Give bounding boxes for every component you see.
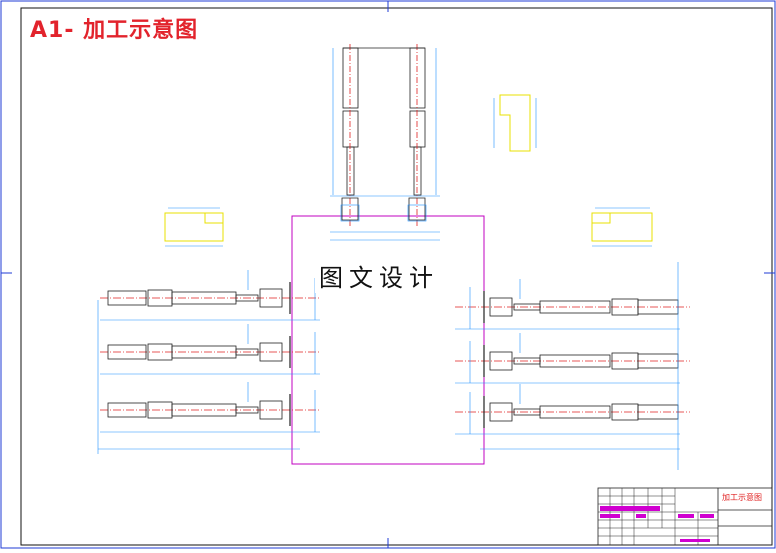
left-tool-unit <box>100 270 320 321</box>
watermark: 图文设计 <box>315 258 443 293</box>
top-spindle-left <box>341 44 359 228</box>
yellow-part-dims <box>165 98 652 247</box>
right-tool-unit <box>455 333 690 384</box>
overall-dimensions <box>97 262 680 470</box>
top-spindle-right <box>408 44 426 228</box>
top-spindle-dimensions <box>330 48 440 241</box>
yellow-part-right <box>591 212 653 242</box>
title-block <box>597 487 773 546</box>
drawing-title: A1- 加工示意图 <box>30 18 199 43</box>
right-tool-units <box>455 279 690 435</box>
left-tool-units <box>100 270 320 433</box>
right-tool-unit <box>455 384 690 435</box>
yellow-part-top <box>499 94 531 152</box>
yellow-part-left <box>164 212 224 242</box>
inner-frame <box>20 7 773 546</box>
right-tool-unit <box>455 279 690 330</box>
left-tool-unit <box>100 324 320 375</box>
left-tool-unit <box>100 382 320 433</box>
workpiece-outline <box>291 215 485 465</box>
title-block-name: 加工示意图 <box>722 493 762 502</box>
